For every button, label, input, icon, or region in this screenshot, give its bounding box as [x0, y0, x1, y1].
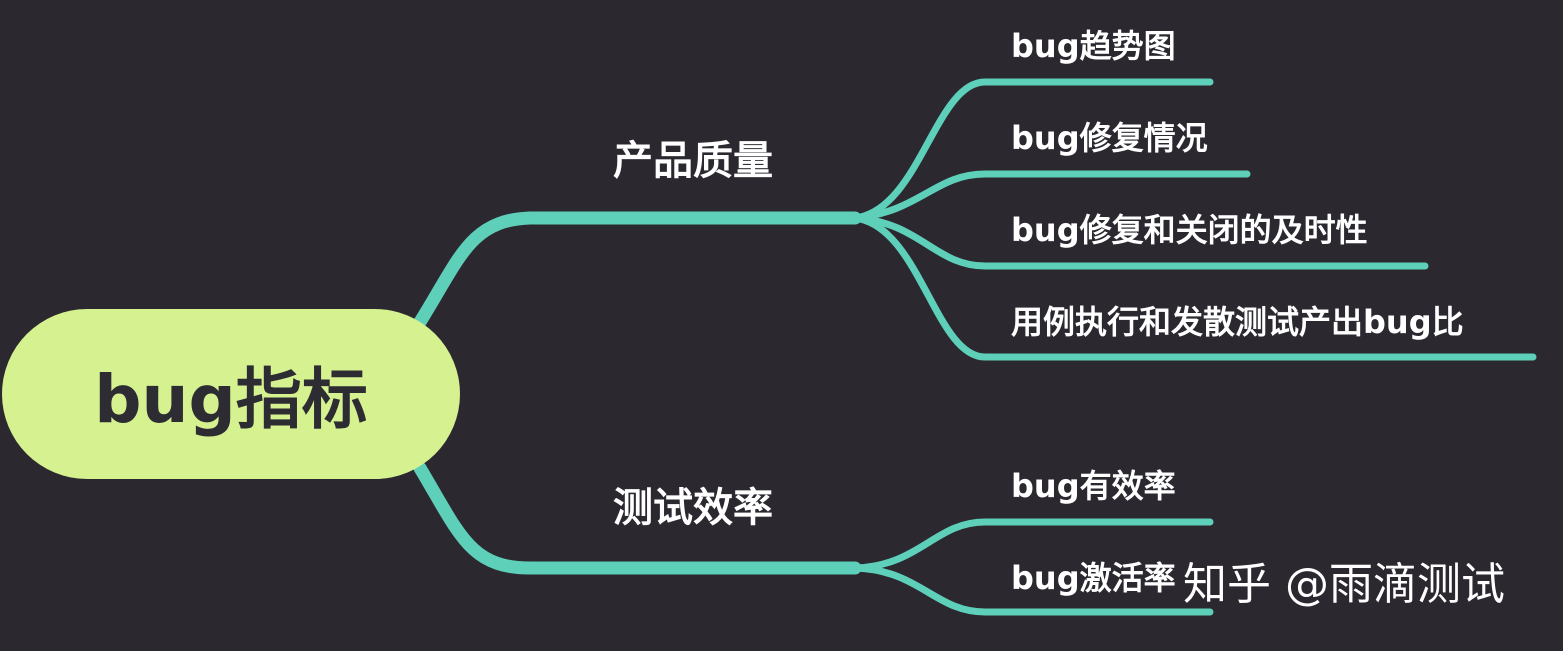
leaf-label-bug-valid-rate[interactable]: bug有效率	[1011, 467, 1176, 505]
leaf-label-bug-fix-timeliness[interactable]: bug修复和关闭的及时性	[1011, 211, 1368, 249]
edge-leaf-bug-reactivation-rate	[851, 564, 1214, 616]
edge-root-to-product-quality	[413, 211, 862, 329]
edge-leaf-bug-valid-rate	[851, 518, 1214, 572]
edge-root-to-test-efficiency	[413, 461, 862, 575]
leaf-label-bug-fix-status[interactable]: bug修复情况	[1011, 119, 1208, 157]
edge-leaf-bug-fix-status	[851, 170, 1251, 222]
edge-leaf-case-execution-ratio	[851, 214, 1537, 361]
leaf-label-bug-reactivation-rate[interactable]: bug激活率	[1011, 559, 1176, 597]
edge-leaf-bug-fix-timeliness	[851, 214, 1429, 270]
leaf-label-bug-trend[interactable]: bug趋势图	[1011, 27, 1176, 65]
leaf-label-case-execution-ratio[interactable]: 用例执行和发散测试产出bug比	[1011, 303, 1464, 341]
branch-label-test-efficiency[interactable]: 测试效率	[613, 485, 773, 531]
watermark-text: 知乎 @雨滴测试	[1183, 559, 1505, 610]
edge-leaf-bug-trend	[851, 78, 1214, 222]
branch-label-product-quality[interactable]: 产品质量	[613, 138, 773, 184]
root-label: bug指标	[94, 361, 368, 438]
root-node[interactable]: bug指标	[2, 309, 460, 479]
